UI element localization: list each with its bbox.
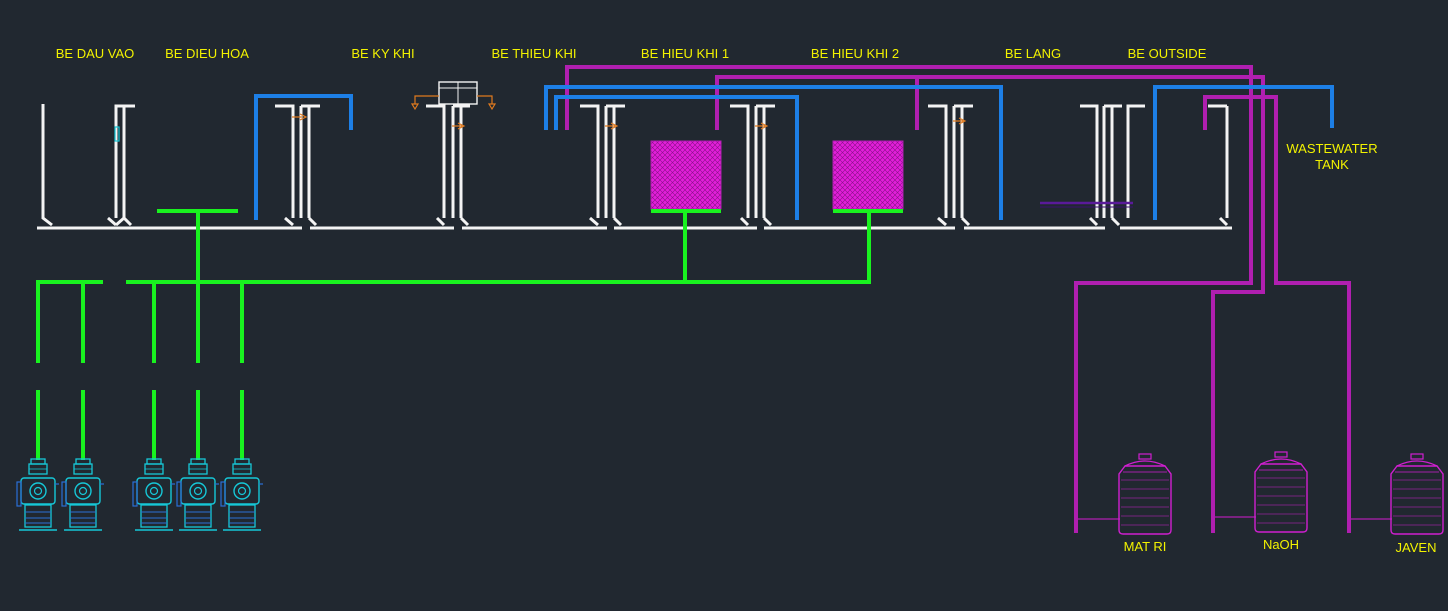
tank-walls [37, 104, 1232, 230]
chemical-tank-labels: MAT RI NaOH JAVEN [1124, 537, 1437, 555]
diffuser-icon [650, 140, 722, 210]
tank-label-be-dau-vao: BE DAU VAO [56, 46, 135, 61]
air-distribution-lines [36, 209, 903, 460]
chemical-tank-icon [1118, 453, 1172, 535]
chemical-tank-icon [1254, 451, 1308, 533]
aeration-diffusers [650, 140, 904, 210]
chemical-tank-icon [1390, 453, 1444, 535]
chemical-tank-label-naoh: NaOH [1263, 537, 1299, 552]
level-sensor-icon [114, 126, 120, 142]
overflow-pipe-icon [452, 122, 466, 130]
tank-label-be-dieu-hoa: BE DIEU HOA [165, 46, 249, 61]
sludge-return-lines [254, 85, 1334, 220]
tank-labels: BE DAU VAO BE DIEU HOA BE KY KHI BE THIE… [56, 46, 1378, 172]
wastewater-tank-label-line2: TANK [1315, 157, 1349, 172]
chemical-tank-group [1118, 451, 1444, 535]
diffuser-icon [832, 140, 904, 210]
overflow-pipe-icon [755, 122, 769, 130]
wall-fittings [114, 113, 967, 142]
chemical-tank-label-javen: JAVEN [1396, 540, 1437, 555]
chemical-tank-label-mat-ri: MAT RI [1124, 539, 1167, 554]
tank-label-be-thieu-khi: BE THIEU KHI [491, 46, 576, 61]
tank-label-be-hieu-khi-1: BE HIEU KHI 1 [641, 46, 729, 61]
blower-icon [176, 458, 219, 531]
tank-label-be-outside: BE OUTSIDE [1128, 46, 1207, 61]
blower-icon [16, 458, 59, 531]
tank-label-be-ky-khi: BE KY KHI [351, 46, 414, 61]
wastewater-tank-label-line1: WASTEWATER [1286, 141, 1377, 156]
chemical-dosing-lines [565, 65, 1392, 533]
blower-icon [220, 458, 263, 531]
overflow-pipe-icon [953, 117, 967, 125]
blower-group [16, 458, 263, 531]
blower-icon [61, 458, 104, 531]
tank-label-be-hieu-khi-2: BE HIEU KHI 2 [811, 46, 899, 61]
tank-label-be-lang: BE LANG [1005, 46, 1061, 61]
overflow-pipe-icon [292, 113, 308, 121]
overflow-pipe-icon [605, 122, 619, 130]
mixer-icon [410, 81, 497, 111]
blower-icon [132, 458, 175, 531]
